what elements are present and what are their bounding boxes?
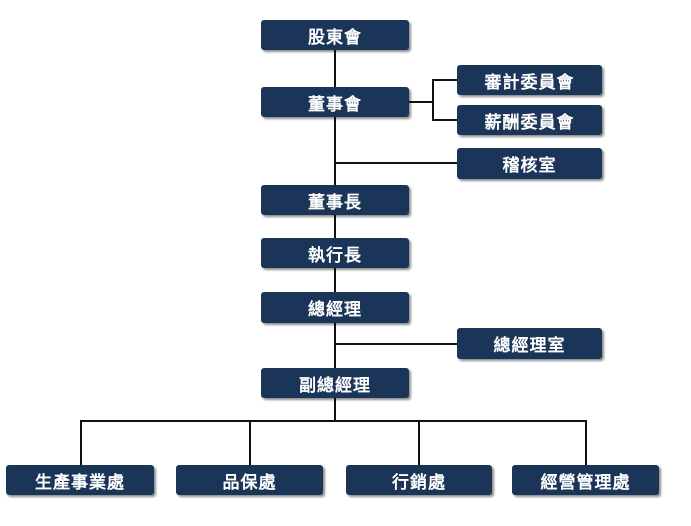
business-management-division-label: 經營管理處 xyxy=(540,472,631,493)
quality-assurance-division-box: 品保處 xyxy=(176,465,323,495)
business-management-division-box: 經營管理處 xyxy=(512,465,659,495)
general-manager-label: 總經理 xyxy=(308,300,362,320)
general-manager-box: 總經理 xyxy=(261,292,409,323)
board-of-directors-label: 董事會 xyxy=(308,94,362,115)
general-manager-office-box: 總經理室 xyxy=(457,328,602,359)
shareholders-meeting-label: 股東會 xyxy=(308,27,362,48)
ceo-label: 執行長 xyxy=(308,245,362,266)
shareholders-meeting-box: 股東會 xyxy=(261,20,409,50)
audit-committee-box: 審計委員會 xyxy=(457,65,602,95)
sales-division-label: 行銷處 xyxy=(392,472,446,493)
chairman-label: 董事長 xyxy=(308,192,362,213)
deputy-general-manager-box: 副總經理 xyxy=(261,368,409,398)
production-division-label: 生產事業處 xyxy=(35,472,125,493)
production-division-box: 生產事業處 xyxy=(6,465,154,495)
deputy-general-manager-label: 副總經理 xyxy=(299,375,371,396)
sales-division-box: 行銷處 xyxy=(346,465,492,495)
compensation-committee-box: 薪酬委員會 xyxy=(457,105,602,135)
internal-audit-office-label: 稽核室 xyxy=(502,156,557,176)
ceo-box: 執行長 xyxy=(261,238,409,268)
board-of-directors-box: 董事會 xyxy=(261,87,409,117)
quality-assurance-division-label: 品保處 xyxy=(222,472,277,493)
internal-audit-office-box: 稽核室 xyxy=(457,148,602,179)
general-manager-office-label: 總經理室 xyxy=(493,336,566,356)
audit-committee-label: 審計委員會 xyxy=(484,72,575,93)
compensation-committee-label: 薪酬委員會 xyxy=(484,112,575,133)
chairman-box: 董事長 xyxy=(261,185,409,215)
